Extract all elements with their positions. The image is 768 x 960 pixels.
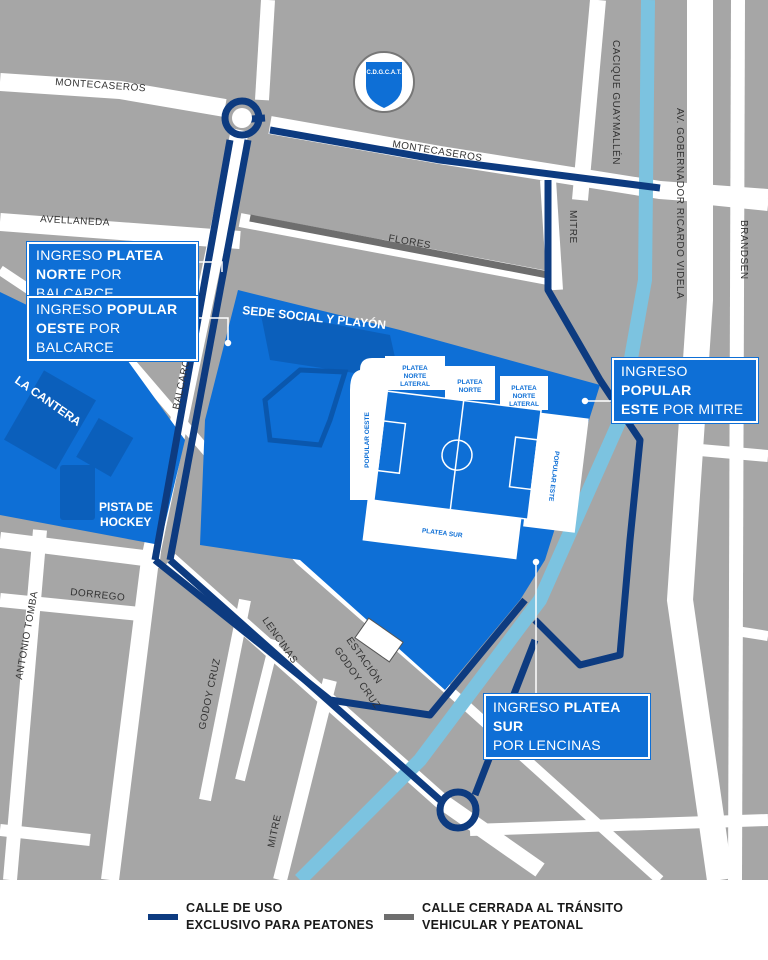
street-north-vertical xyxy=(255,0,275,101)
callout-platea-sur: INGRESO PLATEA SUR POR LENCINAS xyxy=(484,694,650,759)
callout-popular-oeste: INGRESO POPULAR OESTE POR BALCARCE xyxy=(27,296,198,361)
street-south-a xyxy=(235,638,280,782)
stand-platea-norte-lateral-east xyxy=(500,376,548,410)
route-balcarce-2 xyxy=(166,139,252,561)
label-cacique: CACIQUE GUAYMALLÉN xyxy=(610,40,623,165)
stand-platea-norte-lateral-west xyxy=(385,356,445,390)
closed-street-flores xyxy=(249,214,549,279)
street-dorrego xyxy=(0,532,161,568)
street-east-h3 xyxy=(729,625,768,641)
legend-text-pedestrian: CALLE DE USO EXCLUSIVO PARA PEATONES xyxy=(186,901,374,932)
street-antonio-tomba xyxy=(3,529,47,880)
street-godoy-cruz xyxy=(199,598,251,802)
stand-label-norte-1: PLATEA xyxy=(457,379,483,386)
sede-court xyxy=(262,367,349,448)
cantera-building-1 xyxy=(4,370,96,470)
stand-popular-este xyxy=(523,412,589,533)
canal xyxy=(295,0,655,880)
map-graphic: C.D.G.C.A.T. MONTECASEROS MONTECASEROS A… xyxy=(0,0,768,880)
roundabout-north xyxy=(221,97,263,139)
label-mitre-top: MITRE xyxy=(567,210,578,244)
stand-label-popular-oeste: POPULAR OESTE xyxy=(364,412,371,468)
stand-label-nlw-2: NORTE xyxy=(404,373,427,380)
street-montecaseros-west xyxy=(0,73,227,117)
stand-label-platea-sur: PLATEA SUR xyxy=(422,528,464,540)
legend-item-closed: CALLE CERRADA AL TRÁNSITO VEHICULAR Y PE… xyxy=(384,900,623,934)
label-av-gob: AV. GOBERNADOR RICARDO VIDELA xyxy=(674,108,685,299)
legend: CALLE DE USO EXCLUSIVO PARA PEATONES CAL… xyxy=(0,880,768,960)
stand-platea-norte xyxy=(445,366,495,400)
closed-street-swatch-icon xyxy=(384,914,414,920)
label-brandsen: BRANDSEN xyxy=(738,220,749,280)
logo-text: C.D.G.C.A.T. xyxy=(366,70,401,76)
street-avellaneda xyxy=(0,213,241,249)
street-brandsen xyxy=(728,0,745,880)
route-lencinas xyxy=(152,557,528,719)
street-east-h1 xyxy=(699,192,768,211)
route-mitre xyxy=(532,180,644,669)
stand-label-norte-2: NORTE xyxy=(459,387,482,394)
callout-pointers xyxy=(194,261,612,700)
street-east-h2 xyxy=(699,444,768,462)
legend-item-pedestrian: CALLE DE USO EXCLUSIVO PARA PEATONES xyxy=(148,900,374,934)
legend-text-closed: CALLE CERRADA AL TRÁNSITO VEHICULAR Y PE… xyxy=(422,901,624,932)
label-pista-2: HOCKEY xyxy=(100,515,151,529)
club-crest-icon: C.D.G.C.A.T. xyxy=(353,51,415,113)
stand-label-nlw-3: LATERAL xyxy=(400,381,430,388)
stand-label-nle-2: NORTE xyxy=(513,393,536,400)
cantera-building-2 xyxy=(76,417,134,477)
roundabout-south xyxy=(436,788,480,832)
street-mitre-south xyxy=(273,678,337,880)
soccer-field xyxy=(373,390,542,521)
map: C.D.G.C.A.T. MONTECASEROS MONTECASEROS A… xyxy=(0,0,768,880)
label-avellaneda: AVELLANEDA xyxy=(40,214,110,229)
callout-popular-este: INGRESO POPULAR ESTE POR MITRE xyxy=(612,358,758,423)
street-bottom-right xyxy=(469,814,768,836)
stand-label-nle-1: PLATEA xyxy=(511,385,537,392)
stand-label-nlw-1: PLATEA xyxy=(402,365,428,372)
station-icon xyxy=(354,617,404,663)
pedestrian-route-swatch-icon xyxy=(148,914,178,920)
street-south-h xyxy=(0,593,151,622)
label-mitre-bottom: MITRE xyxy=(266,813,284,848)
label-pista-1: PISTA DE xyxy=(99,500,153,514)
street-av-videla xyxy=(666,0,733,880)
roundabout-north-center xyxy=(232,108,252,128)
stand-label-nle-3: LATERAL xyxy=(509,401,539,408)
route-montecaseros xyxy=(269,126,661,192)
street-south-west xyxy=(0,824,91,846)
hockey-field xyxy=(60,465,95,520)
route-south xyxy=(167,557,443,803)
street-cacique xyxy=(572,0,606,201)
stadium xyxy=(350,356,589,560)
